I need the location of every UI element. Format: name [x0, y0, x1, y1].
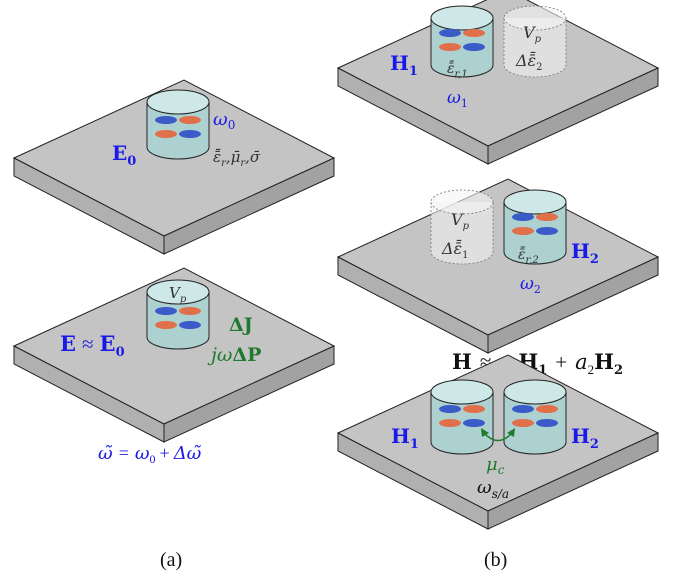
volume-label-vp: Vp: [169, 284, 187, 305]
cylinder-b1-active: [430, 5, 494, 78]
caption-a: (a): [160, 549, 182, 571]
cylinder-b3-left: [430, 379, 494, 455]
ghost-vp-label-2: Vp: [451, 210, 470, 232]
freq-label-w1: ω1: [447, 88, 468, 110]
freq-label-sa: ωs/a: [477, 477, 509, 501]
coupled-field-right: H2: [571, 424, 599, 452]
approx-e-e0: E≈E0: [60, 331, 125, 360]
caption-b: (b): [484, 549, 507, 571]
freq-label-w2: ω2: [520, 274, 541, 296]
field-label-h1: H1: [390, 51, 418, 79]
coupled-field-left: H1: [391, 424, 419, 452]
cylinder-a-bottom: [146, 279, 210, 350]
delta-j-label: ΔJ: [229, 314, 253, 336]
eps-r1-label: ε̄̄r,1: [447, 60, 468, 80]
cylinder-b3-right: [503, 379, 567, 455]
slab-b-top: [336, 0, 660, 165]
field-label-e0: E0: [112, 141, 136, 169]
cylinder-a-top: [146, 89, 210, 160]
freq-label-w0: ω0: [213, 109, 235, 132]
coupling-arrowhead-left: [481, 428, 489, 437]
coupling-coefficient: μc: [486, 454, 505, 477]
coupling-arrowhead-right: [507, 428, 515, 437]
cylinder-b1-ghost: [503, 5, 567, 78]
complex-freq-formula: ω̃=ω0+Δω̃: [98, 443, 202, 466]
cylinder-b2-active: [503, 189, 567, 265]
cylinder-b2-ghost: [430, 189, 494, 265]
slab-b-middle: [336, 178, 660, 354]
delta-p-label: jωΔP: [207, 344, 261, 366]
material-params: ε̄̄r,μ̄r,σ̄: [213, 148, 261, 169]
slab-b-bottom: [336, 354, 660, 530]
ghost-vp-label-1: Vp: [523, 23, 542, 45]
coupling-arrow: [483, 432, 513, 442]
delta-eps2-label: Δε̄̄2: [515, 50, 543, 73]
delta-eps1-label: Δε̄̄1: [441, 238, 469, 261]
eps-r2-label: ε̄̄r,2: [518, 246, 539, 266]
field-label-h2: H2: [571, 239, 599, 267]
